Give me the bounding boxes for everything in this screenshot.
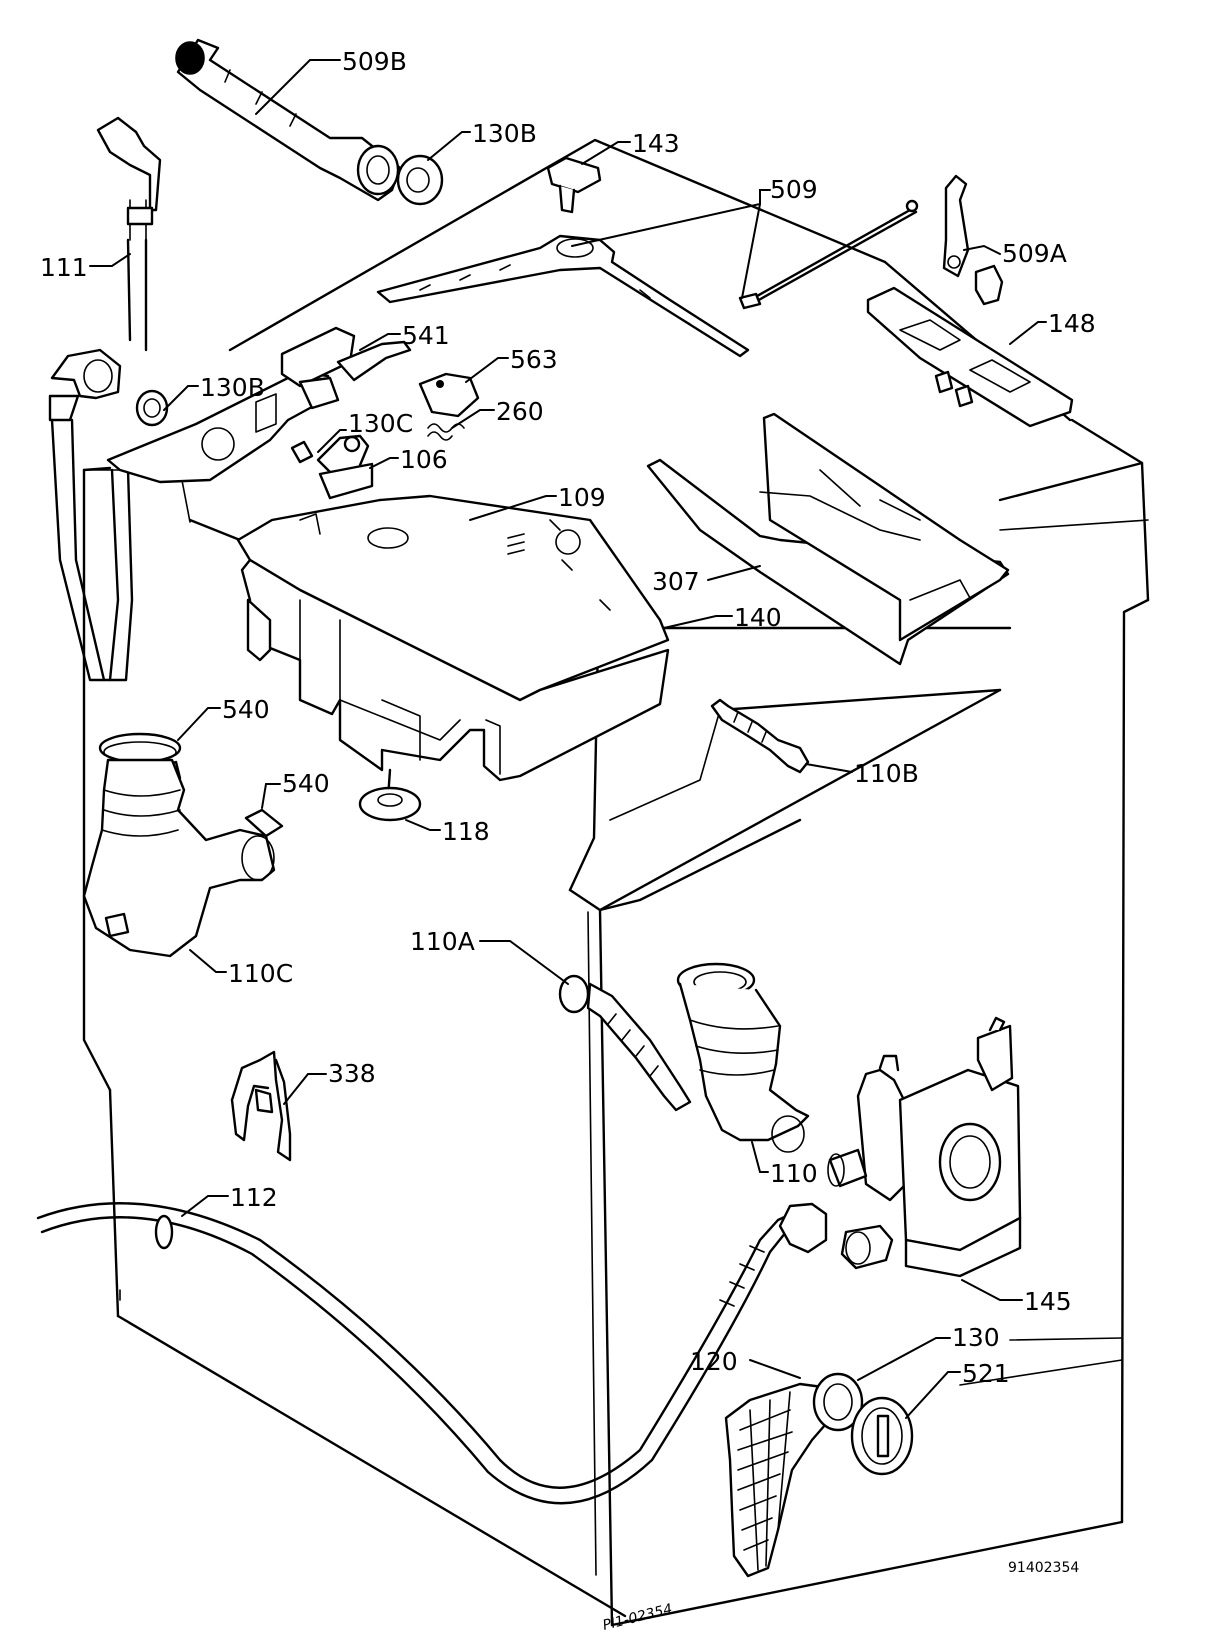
label-509: 509 [770, 175, 818, 204]
callout-labels: 509B 130B 143 509 509A 111 541 563 148 1… [40, 47, 1096, 1388]
label-109: 109 [558, 483, 606, 512]
label-260: 260 [496, 397, 544, 426]
label-120: 120 [690, 1347, 738, 1376]
part-145-pump [827, 1016, 1022, 1278]
drawing-code: 91402354 [1008, 1560, 1079, 1576]
leader-lines [89, 59, 1047, 1419]
part-540-clamp-b [241, 808, 284, 881]
label-111: 111 [40, 253, 88, 282]
part-130-seal [812, 1372, 864, 1432]
label-541: 541 [402, 321, 450, 350]
label-540-b: 540 [282, 769, 330, 798]
part-509-rod [738, 199, 919, 310]
label-130c: 130C [348, 409, 413, 438]
label-112: 112 [230, 1183, 278, 1212]
part-110-sump-hose [676, 962, 810, 1153]
label-118: 118 [442, 817, 490, 846]
label-563: 563 [510, 345, 558, 374]
part-541-valve-bracket [106, 326, 412, 484]
label-143: 143 [632, 129, 680, 158]
part-521-cap [850, 1396, 914, 1476]
label-130b-top: 130B [472, 119, 537, 148]
part-111-inlet-hose [48, 116, 162, 682]
part-338-clip [230, 1050, 292, 1162]
part-148-switch-housing [866, 286, 1074, 428]
part-509-spider [376, 234, 750, 358]
label-110c: 110C [228, 959, 293, 988]
part-112-drain-hose [36, 1202, 828, 1505]
part-120-filter [724, 1382, 840, 1578]
label-110a: 110A [410, 927, 475, 956]
part-130b-nut-mid [135, 389, 169, 427]
part-307-drawer [646, 412, 1010, 666]
part-110b-small-hose [710, 698, 810, 774]
label-338: 338 [328, 1059, 376, 1088]
label-140: 140 [734, 603, 782, 632]
label-540-a: 540 [222, 695, 270, 724]
part-130c-106-valve [290, 434, 374, 500]
part-130b-nut-top [396, 154, 444, 206]
label-509b: 509B [342, 47, 407, 76]
label-307: 307 [652, 567, 700, 596]
part-110a-hose [558, 974, 692, 1112]
label-130b-mid: 130B [200, 373, 265, 402]
part-260-spring [427, 423, 465, 441]
label-509a: 509A [1002, 239, 1067, 268]
label-130: 130 [952, 1323, 1000, 1352]
label-148: 148 [1048, 309, 1096, 338]
part-140-dispenser-body [240, 558, 670, 782]
part-143-knob [546, 156, 602, 214]
label-521: 521 [962, 1359, 1010, 1388]
part-110c-bellows [82, 758, 276, 958]
label-106: 106 [400, 445, 448, 474]
label-145: 145 [1024, 1287, 1072, 1316]
part-118-wheel [358, 768, 422, 822]
label-110b: 110B [854, 759, 919, 788]
part-563-cam [418, 372, 480, 418]
label-110: 110 [770, 1159, 818, 1188]
part-509a-lever [942, 174, 1004, 306]
